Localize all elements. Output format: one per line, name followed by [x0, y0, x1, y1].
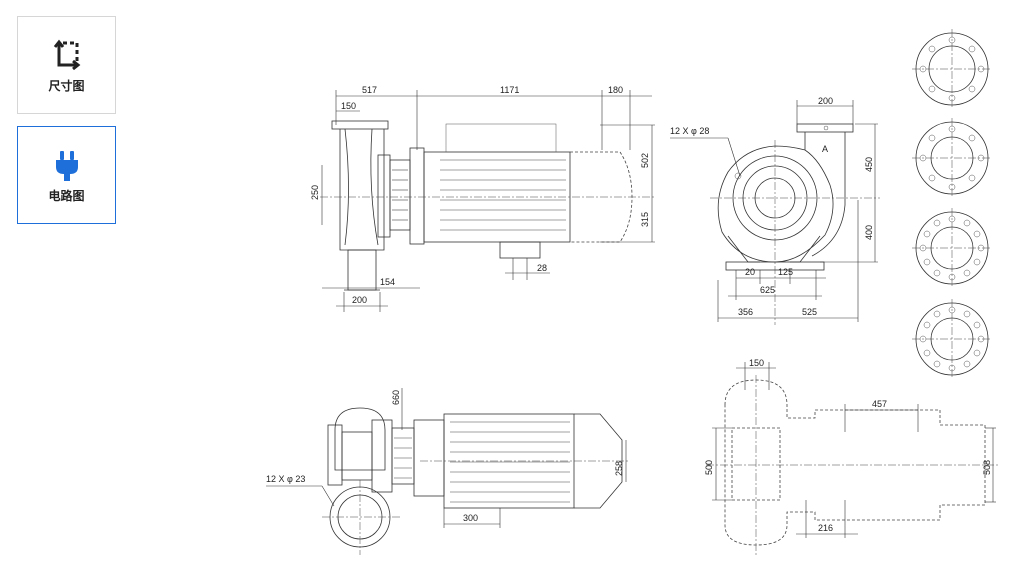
flange-4: [912, 299, 992, 379]
dim-502: 502: [640, 153, 650, 168]
end-dim-20: 20: [745, 267, 755, 277]
flange-patterns: [912, 29, 992, 379]
top-view: 660 12 X φ 23: [266, 388, 630, 555]
base-dim-150: 150: [749, 358, 764, 368]
dim-154: 154: [380, 277, 395, 287]
dimension-drawing-button[interactable]: 尺寸图: [17, 16, 116, 114]
dim-250: 250: [310, 185, 320, 200]
dim-200: 200: [352, 295, 367, 305]
hole-note-23: 12 X φ 23: [266, 474, 305, 484]
dim-1171: 1171: [500, 85, 519, 95]
end-dim-450: 450: [864, 157, 874, 172]
end-dim-625: 625: [760, 285, 775, 295]
circuit-diagram-button[interactable]: 电路图: [17, 126, 116, 224]
end-view: 200 12 X φ 28 A 450 400: [670, 96, 880, 325]
top-dim-660: 660: [391, 390, 401, 405]
dimension-drawing-label: 尺寸图: [48, 79, 85, 93]
top-dim-258: 258: [614, 461, 624, 476]
base-dim-216: 216: [818, 523, 833, 533]
end-dim-356: 356: [738, 307, 753, 317]
label-a: A: [822, 144, 828, 154]
base-dim-508: 508: [982, 460, 992, 475]
dimension-frame-icon: [53, 39, 80, 71]
end-dim-525: 525: [802, 307, 817, 317]
hole-note-28: 12 X φ 28: [670, 126, 709, 136]
end-dim-200: 200: [818, 96, 833, 106]
circuit-diagram-label: 电路图: [48, 189, 85, 203]
flange-2: [912, 118, 992, 198]
end-dim-400: 400: [864, 225, 874, 240]
flange-3: [912, 208, 992, 288]
dim-517: 517: [362, 85, 377, 95]
flange-1: [912, 29, 992, 109]
dim-315: 315: [640, 212, 650, 227]
dim-150: 150: [341, 101, 356, 111]
electric-plug-icon: [55, 151, 78, 181]
end-dim-125: 125: [778, 267, 793, 277]
dim-180: 180: [608, 85, 623, 95]
base-view: 150 457 500 508 216: [704, 358, 1000, 555]
dim-28: 28: [537, 263, 547, 273]
top-dim-300: 300: [463, 513, 478, 523]
side-view: 517 1171 180 150 250: [310, 85, 655, 312]
base-dim-457: 457: [872, 399, 887, 409]
base-dim-500: 500: [704, 460, 714, 475]
